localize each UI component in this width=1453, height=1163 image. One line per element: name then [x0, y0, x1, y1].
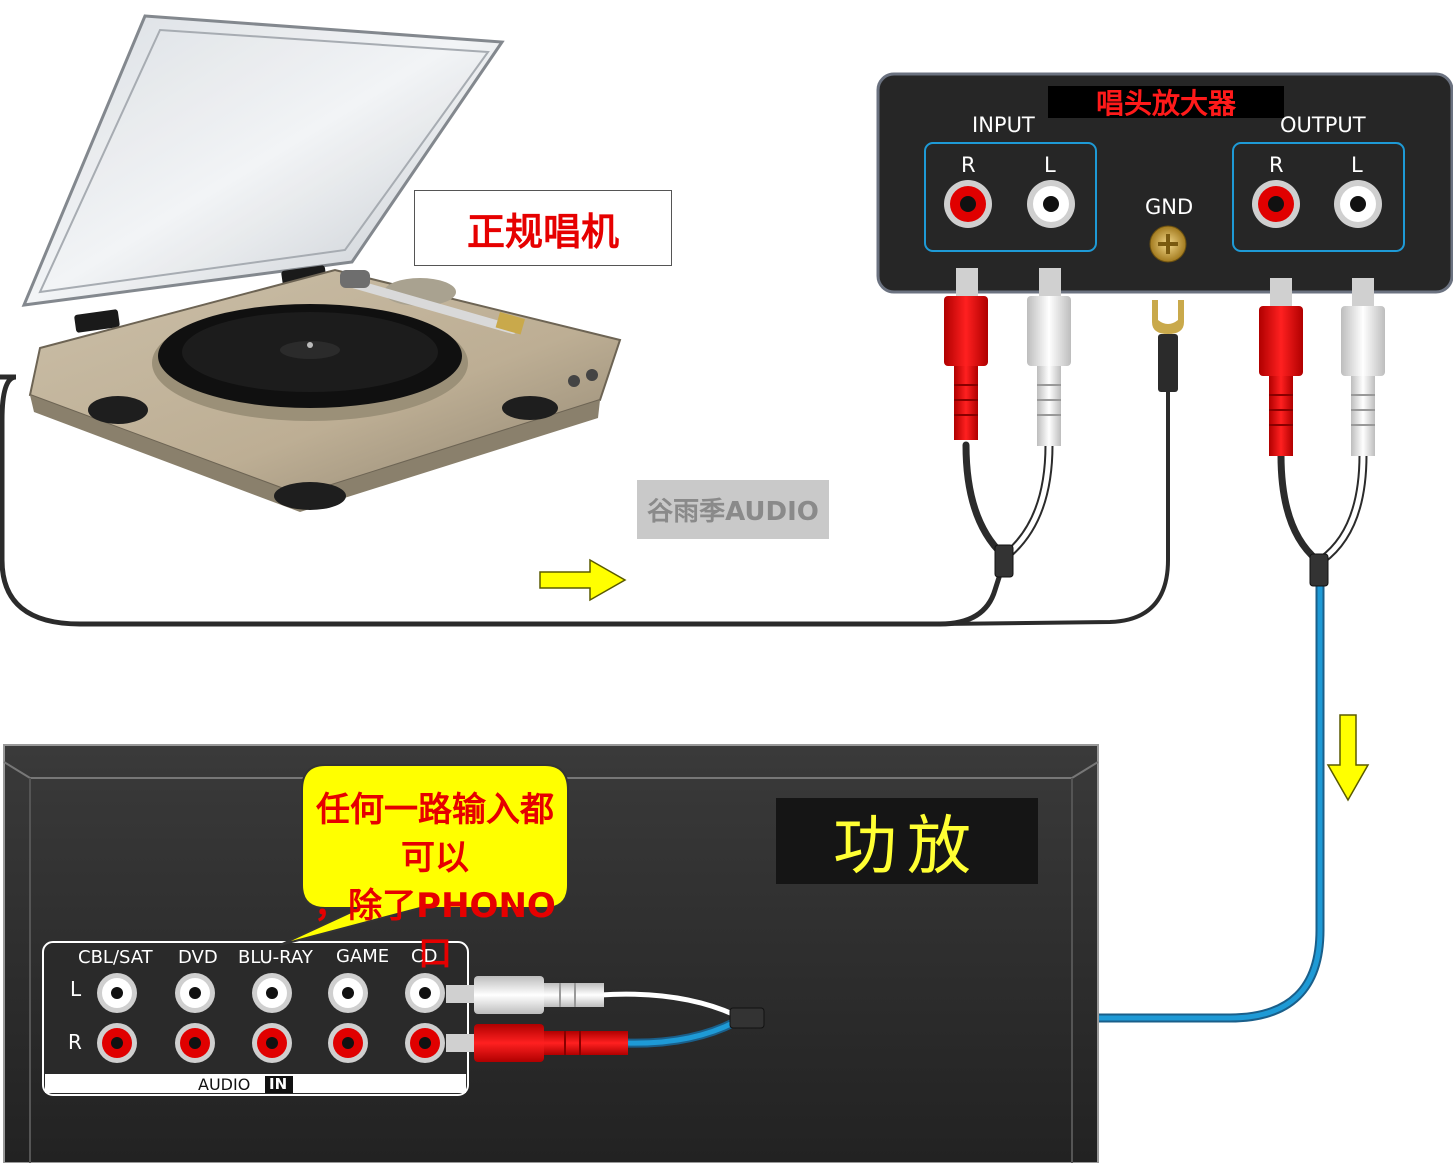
phono-preamp [876, 72, 1453, 294]
callout-line-1: 任何一路输入都可以 [316, 790, 554, 878]
amplifier-title: 功放 [776, 798, 1038, 884]
turntable-label: 正规唱机 [414, 190, 672, 266]
in-label: IN [269, 1075, 288, 1093]
input-r-label: R [961, 153, 976, 177]
amplifier-jacks [97, 973, 445, 1063]
output-label: OUTPUT [1280, 113, 1366, 137]
output-r-label: R [1269, 153, 1284, 177]
input-label: INPUT [972, 113, 1035, 137]
preamp-to-amplifier-cable [755, 450, 1368, 1023]
input-l-label: L [1044, 153, 1056, 177]
input-name-cd: CD [411, 946, 438, 967]
gnd-terminal [1149, 225, 1187, 263]
signal-arrow-right [539, 558, 627, 602]
turntable-illustration [21, 14, 622, 512]
phono-preamp-title: 唱头放大器 [1048, 86, 1284, 120]
amp-r-label: R [68, 1030, 82, 1054]
amplifier-plugs [446, 976, 765, 1062]
input-plugs [944, 268, 1184, 578]
gnd-label: GND [1145, 195, 1194, 219]
signal-arrow-down [1326, 714, 1370, 802]
input-r-jack [944, 180, 992, 228]
input-name-dvd: DVD [178, 947, 218, 968]
amp-l-label: L [70, 977, 82, 1001]
output-l-jack [1334, 180, 1382, 228]
output-l-label: L [1351, 153, 1363, 177]
output-plugs [1259, 278, 1385, 587]
audio-label: AUDIO [198, 1075, 251, 1094]
input-name-blu-ray: BLU-RAY [238, 947, 313, 968]
output-r-jack [1252, 180, 1300, 228]
input-name-game: GAME [336, 946, 390, 967]
callout-line-2: ，除了PHONO口 [314, 886, 556, 974]
input-name-cbl-sat: CBL/SAT [78, 947, 153, 968]
callout-text: 任何一路输入都可以 ，除了PHONO口 [300, 786, 570, 978]
input-l-jack [1027, 180, 1075, 228]
callout-bubble [279, 764, 569, 946]
watermark: 谷雨季AUDIO [637, 480, 829, 539]
